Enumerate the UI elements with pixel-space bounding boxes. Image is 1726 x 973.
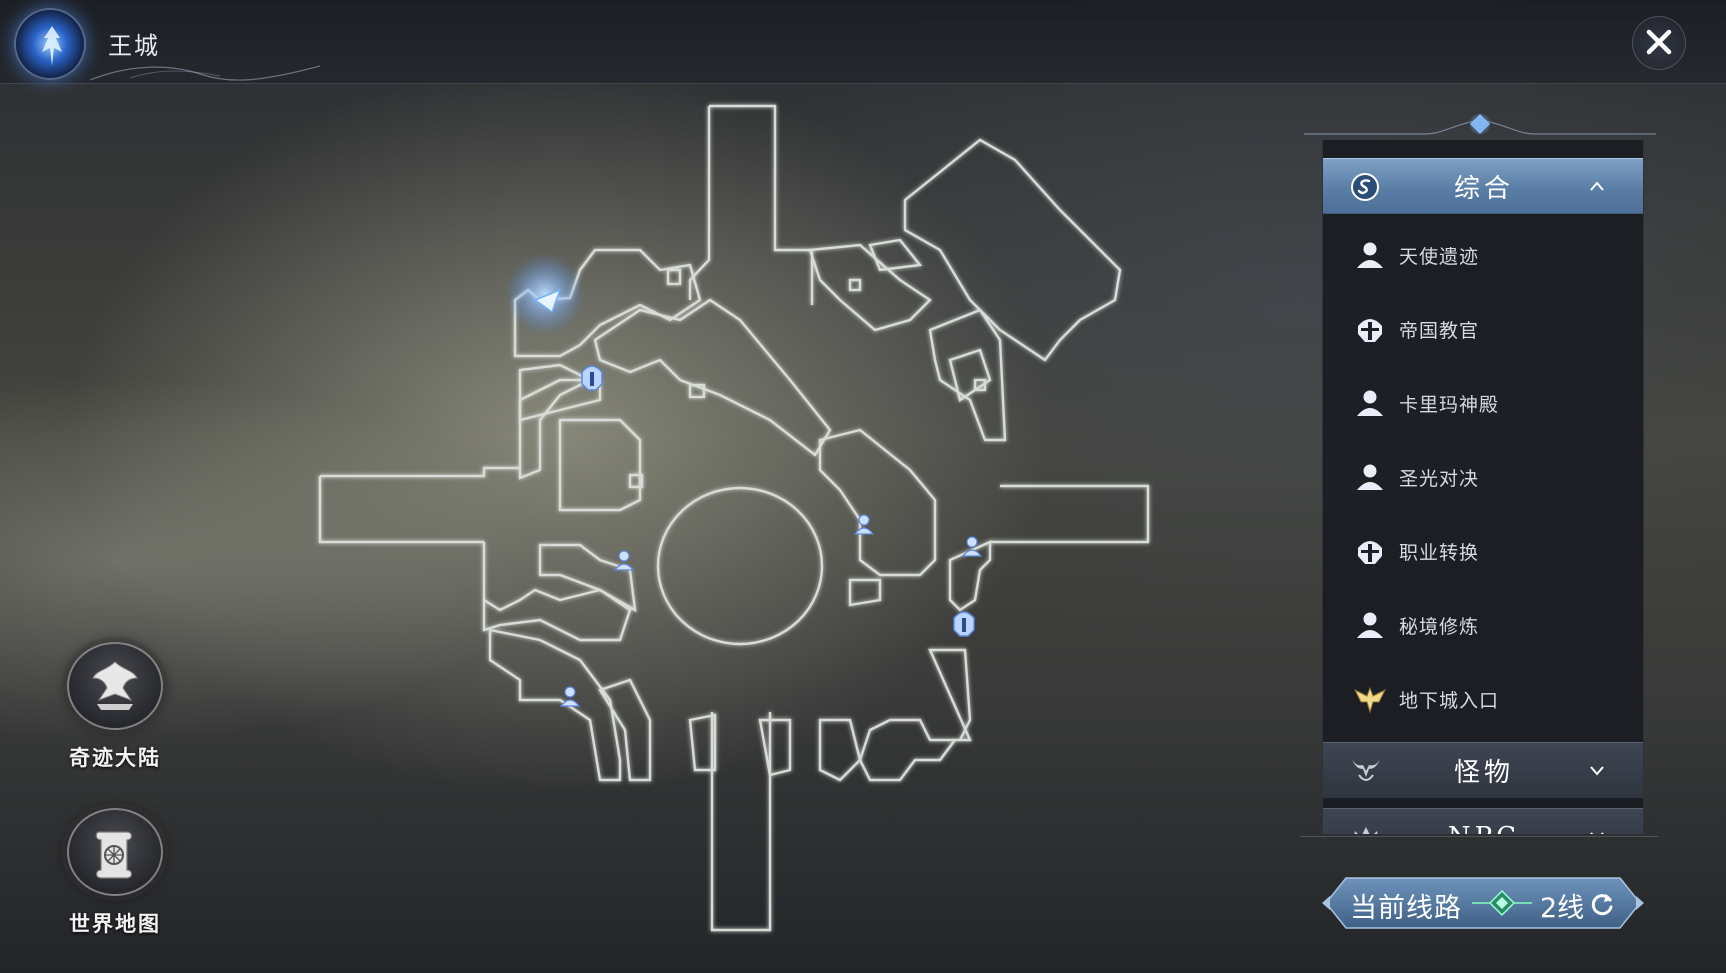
title-flourish-icon	[90, 65, 320, 81]
channel-value: 2线	[1540, 893, 1585, 924]
list-item-label: 圣光对决	[1399, 468, 1480, 490]
refresh-icon	[1591, 894, 1613, 916]
map-marker-helmet[interactable]	[581, 365, 603, 391]
continent-label: 奇迹大陆	[69, 745, 161, 770]
list-item-label: 帝国教官	[1399, 320, 1480, 342]
list-item-class-change[interactable]: 职业转换	[1323, 514, 1643, 588]
list-item-secret-training[interactable]: 秘境修炼	[1323, 588, 1643, 662]
world-map-button[interactable]: 世界地图	[60, 808, 170, 938]
map-outline	[318, 104, 1150, 932]
player-arrow-icon	[533, 288, 562, 314]
category-label: 怪物	[1453, 758, 1514, 788]
continent-emblem-icon	[92, 661, 138, 710]
city-emblem-icon	[14, 8, 86, 80]
channel-label: 当前线路	[1350, 893, 1462, 924]
chevron-up-icon	[1590, 181, 1604, 191]
list-item-empire-instructor[interactable]: 帝国教官	[1323, 292, 1643, 366]
map-marker-person[interactable]	[613, 550, 635, 571]
list-item-kalima-temple[interactable]: 卡里玛神殿	[1323, 366, 1643, 440]
chevron-down-icon	[1590, 832, 1604, 834]
map-marker-person[interactable]	[559, 686, 581, 707]
top-bar: 王城	[0, 0, 1726, 84]
panel-divider	[1300, 836, 1658, 837]
scroll-map-icon	[95, 831, 133, 879]
list-item-label: 地下城入口	[1399, 690, 1500, 712]
close-button[interactable]	[1618, 14, 1700, 70]
crown-icon	[1354, 827, 1378, 834]
map-marker-person[interactable]	[961, 536, 983, 557]
winged-emblem-icon	[1353, 686, 1387, 714]
helmet-icon	[1358, 541, 1382, 564]
panel-top-ornament-icon	[1304, 114, 1656, 135]
continent-button-disc	[67, 642, 163, 730]
map-marker-helmet[interactable]	[953, 611, 975, 637]
category-header-general[interactable]: 综合	[1323, 158, 1643, 214]
person-icon	[1357, 242, 1383, 268]
category-header-monsters[interactable]: 怪物	[1323, 742, 1643, 798]
list-item-dungeon-entrance[interactable]: 地下城入口	[1323, 662, 1643, 736]
city-title: 王城	[108, 32, 160, 60]
channel-selector-button[interactable]: 当前线路 2线	[1322, 874, 1644, 932]
person-icon	[1357, 464, 1383, 490]
green-gem-icon	[1472, 889, 1532, 917]
list-item-angel-ruins[interactable]: 天使遗迹	[1323, 218, 1643, 292]
list-item-label: 天使遗迹	[1399, 246, 1480, 268]
list-item-label: 秘境修炼	[1399, 616, 1480, 638]
continent-button[interactable]: 奇迹大陆	[60, 642, 170, 772]
world-map-label: 世界地图	[69, 911, 161, 936]
coin-icon	[1351, 173, 1379, 201]
location-panel[interactable]: 综合 天使遗迹 帝国教官 卡里玛神殿 圣光对决	[1322, 140, 1644, 834]
list-item-label: 职业转换	[1399, 542, 1480, 564]
category-label: 综合	[1453, 173, 1514, 204]
demon-horns-icon	[1352, 759, 1380, 781]
person-icon	[1357, 390, 1383, 416]
close-icon	[1646, 29, 1672, 55]
list-item-label: 卡里玛神殿	[1399, 394, 1500, 416]
map-marker-person[interactable]	[853, 514, 875, 535]
category-header-npc[interactable]: NPC	[1323, 808, 1643, 835]
helmet-icon	[1358, 319, 1382, 342]
list-item-holy-duel[interactable]: 圣光对决	[1323, 440, 1643, 514]
category-label: NPC	[1448, 822, 1520, 835]
player-glow	[505, 254, 585, 334]
chevron-down-icon	[1590, 766, 1604, 776]
person-icon	[1357, 612, 1383, 638]
world-map-button-disc	[67, 808, 163, 896]
